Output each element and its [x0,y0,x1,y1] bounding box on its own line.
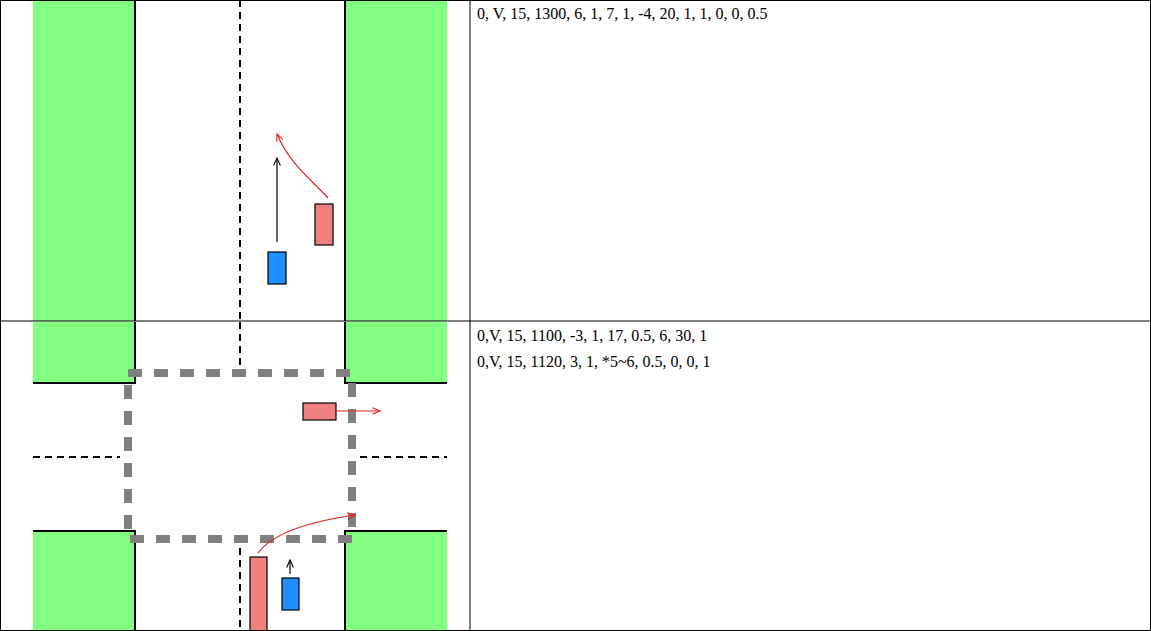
crosswalk-box [128,373,352,539]
turn-arrow [258,515,355,553]
grass [345,0,447,321]
motion-arrow [289,560,290,574]
other-car [303,403,336,420]
center-line [239,548,241,631]
road-edge [134,0,136,321]
center-line [360,456,447,458]
road-edge [344,0,346,321]
motion-arrow [276,158,277,242]
other-car [315,204,333,245]
intersection [33,322,447,631]
grass [345,531,447,631]
center-line [33,456,120,458]
grass [33,322,135,383]
ego-car [282,578,299,610]
column-divider [470,0,471,631]
road-edge [33,322,447,631]
table-cell-text: 0,V, 15, 1120, 3, 1, *5~6, 0.5, 0, 0, 1 [477,352,711,372]
straight-road [33,0,447,321]
grass [345,322,447,383]
cut-in-arrow [277,134,328,198]
grass [33,0,135,321]
motion-arrow [337,410,380,411]
table-cell-text: 0,V, 15, 1100, -3, 1, 17, 0.5, 6, 30, 1 [477,326,707,346]
center-line [239,0,241,321]
center-line [239,322,241,366]
grass [33,531,135,631]
table-cell-text: 0, V, 15, 1300, 6, 1, 7, 1, -4, 20, 1, 1… [477,4,768,24]
other-car [250,557,267,631]
ego-car [268,252,286,284]
row-divider [0,321,1151,322]
